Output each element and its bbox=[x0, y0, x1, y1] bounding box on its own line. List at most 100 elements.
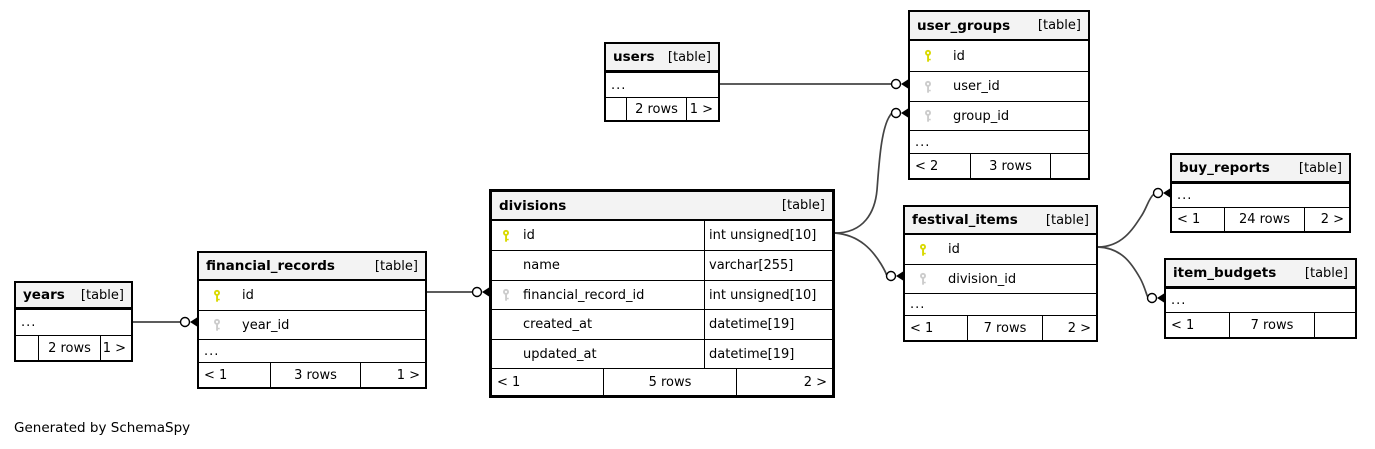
columns-ellipsis-row: ... bbox=[1172, 183, 1349, 207]
column-row-name[interactable]: name varchar[255] bbox=[492, 250, 832, 280]
footer-right bbox=[1050, 154, 1088, 178]
footer-right: 1 > bbox=[100, 336, 131, 360]
foreign-key-icon bbox=[922, 109, 934, 123]
table-footer: < 1 7 rows 2 > bbox=[905, 315, 1096, 340]
column-name: user_id bbox=[953, 79, 1000, 94]
table-title: divisions bbox=[499, 197, 567, 214]
foreign-key-icon bbox=[917, 272, 929, 286]
columns-ellipsis-row: ... bbox=[910, 130, 1088, 153]
footer-right: 2 > bbox=[736, 369, 832, 395]
column-name: year_id bbox=[242, 317, 290, 333]
primary-key-icon bbox=[917, 243, 929, 256]
column-row-user-id[interactable]: user_id bbox=[910, 71, 1088, 101]
table-buy-reports[interactable]: buy_reports [table] ... < 1 24 rows 2 > bbox=[1170, 153, 1351, 233]
table-title: user_groups bbox=[917, 17, 1011, 34]
table-type-label: [table] bbox=[667, 49, 711, 65]
relationship-divisions-to-festival-items bbox=[834, 232, 903, 282]
column-type: datetime[19] bbox=[704, 340, 832, 368]
table-header[interactable]: financial_records [table] bbox=[199, 253, 425, 281]
table-years[interactable]: years [table] ... 2 rows 1 > bbox=[14, 281, 133, 362]
column-row-financial-record-id[interactable]: financial_record_id int unsigned[10] bbox=[492, 280, 832, 309]
column-row-group-id[interactable]: group_id bbox=[910, 101, 1088, 130]
footer-rowcount: 3 rows bbox=[970, 154, 1050, 178]
columns-ellipsis-row: ... bbox=[905, 293, 1096, 315]
footer-right: 1 > bbox=[360, 363, 425, 387]
column-name: id bbox=[953, 48, 965, 64]
footer-left bbox=[16, 336, 38, 360]
table-header[interactable]: user_groups [table] bbox=[910, 12, 1088, 41]
columns-ellipsis-row: ... bbox=[199, 339, 425, 362]
table-type-label: [table] bbox=[374, 258, 418, 274]
column-row-division-id[interactable]: division_id bbox=[905, 264, 1096, 293]
column-name: created_at bbox=[523, 317, 593, 332]
column-row-id[interactable]: id bbox=[905, 235, 1096, 264]
table-divisions[interactable]: divisions [table] id int unsigned[10] na… bbox=[489, 189, 835, 398]
footer-left: < 2 bbox=[915, 158, 939, 174]
footer-rowcount: 7 rows bbox=[1229, 313, 1314, 337]
foreign-key-icon bbox=[922, 80, 934, 93]
table-header[interactable]: buy_reports [table] bbox=[1172, 155, 1349, 183]
table-users[interactable]: users [table] ... 2 rows 1 > bbox=[604, 42, 720, 122]
table-footer: 2 rows 1 > bbox=[606, 97, 718, 120]
column-name: id bbox=[523, 228, 535, 243]
footer-left: < 1 bbox=[1177, 212, 1201, 227]
table-title: festival_items bbox=[912, 212, 1018, 228]
generator-caption: Generated by SchemaSpy bbox=[14, 420, 191, 436]
table-type-label: [table] bbox=[1037, 18, 1081, 33]
column-name: division_id bbox=[948, 271, 1017, 287]
table-title: financial_records bbox=[206, 258, 335, 274]
footer-rowcount: 5 rows bbox=[603, 369, 736, 395]
columns-ellipsis-row: ... bbox=[1166, 288, 1355, 312]
column-name: id bbox=[242, 288, 254, 303]
table-header[interactable]: item_budgets [table] bbox=[1166, 260, 1355, 288]
relationship-festival-items-to-item-budgets bbox=[1097, 246, 1164, 304]
column-type: datetime[19] bbox=[704, 310, 832, 339]
column-row-created-at[interactable]: created_at datetime[19] bbox=[492, 309, 832, 339]
footer-right: 1 > bbox=[686, 98, 718, 120]
table-title: item_budgets bbox=[1173, 265, 1277, 281]
table-footer: < 1 24 rows 2 > bbox=[1172, 207, 1349, 231]
table-title: buy_reports bbox=[1179, 160, 1270, 176]
relationship-years-to-financial-records bbox=[133, 316, 197, 328]
relationship-financial-records-to-divisions bbox=[427, 286, 489, 298]
footer-left bbox=[606, 98, 626, 120]
column-row-id[interactable]: id bbox=[910, 41, 1088, 71]
column-name: name bbox=[523, 258, 560, 273]
relationship-festival-items-to-buy-reports bbox=[1097, 187, 1170, 248]
column-row-id[interactable]: id int unsigned[10] bbox=[492, 221, 832, 250]
table-header[interactable]: divisions [table] bbox=[492, 192, 832, 221]
relationship-divisions-to-user-groups bbox=[834, 107, 908, 234]
table-header[interactable]: users [table] bbox=[606, 44, 718, 72]
table-type-label: [table] bbox=[1045, 212, 1089, 228]
table-title: users bbox=[613, 49, 655, 65]
footer-rowcount: 24 rows bbox=[1224, 208, 1304, 231]
footer-rowcount: 7 rows bbox=[967, 316, 1042, 340]
table-item-budgets[interactable]: item_budgets [table] ... < 1 7 rows bbox=[1164, 258, 1357, 339]
table-title: years bbox=[23, 287, 65, 303]
columns-ellipsis-row: ... bbox=[16, 309, 131, 335]
column-row-id[interactable]: id bbox=[199, 281, 425, 310]
table-footer: < 1 5 rows 2 > bbox=[492, 368, 832, 395]
table-type-label: [table] bbox=[1304, 265, 1348, 281]
footer-rowcount: 2 rows bbox=[38, 336, 100, 360]
columns-ellipsis-row: ... bbox=[606, 72, 718, 97]
column-row-updated-at[interactable]: updated_at datetime[19] bbox=[492, 339, 832, 368]
table-footer: < 1 7 rows bbox=[1166, 312, 1355, 337]
table-header[interactable]: years [table] bbox=[16, 283, 131, 309]
table-type-label: [table] bbox=[781, 198, 825, 213]
column-type: int unsigned[10] bbox=[704, 281, 832, 309]
table-header[interactable]: festival_items [table] bbox=[905, 207, 1096, 235]
column-row-year-id[interactable]: year_id bbox=[199, 310, 425, 339]
footer-rowcount: 3 rows bbox=[270, 363, 360, 387]
table-user-groups[interactable]: user_groups [table] id user_id group_id … bbox=[908, 10, 1090, 180]
column-name: updated_at bbox=[523, 346, 597, 362]
footer-right: 2 > bbox=[1304, 208, 1349, 231]
table-festival-items[interactable]: festival_items [table] id division_id ..… bbox=[903, 205, 1098, 342]
footer-left: < 1 bbox=[910, 320, 934, 336]
column-name: id bbox=[948, 242, 960, 257]
footer-left: < 1 bbox=[497, 374, 521, 390]
table-financial-records[interactable]: financial_records [table] id year_id ...… bbox=[197, 251, 427, 389]
table-footer: 2 rows 1 > bbox=[16, 335, 131, 360]
table-footer: < 2 3 rows bbox=[910, 153, 1088, 178]
